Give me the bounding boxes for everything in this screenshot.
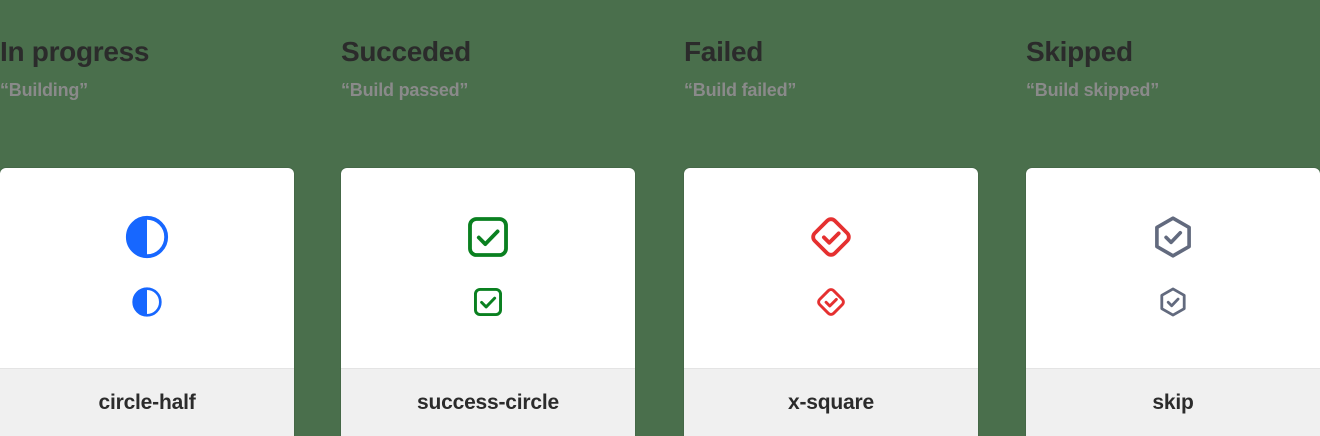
icon-card-success-circle[interactable]: success-circle: [341, 168, 635, 436]
status-column-succeded: Succeded “Build passed”: [341, 0, 635, 436]
column-subtitle: “Build passed”: [341, 80, 469, 100]
icon-card-footer: success-circle: [341, 368, 635, 436]
column-title: Skipped: [1026, 36, 1133, 67]
icon-preview-area: [341, 168, 635, 368]
icon-card-x-square[interactable]: x-square: [684, 168, 978, 436]
column-subtitle: “Building”: [0, 80, 88, 100]
column-header: Failed “Build failed”: [684, 0, 978, 102]
status-column-in-progress: In progress “Building”: [0, 0, 294, 436]
column-title: In progress: [0, 36, 150, 67]
x-square-icon: [808, 214, 854, 260]
icon-card-skip[interactable]: skip: [1026, 168, 1320, 436]
x-square-icon-small: [815, 286, 847, 318]
column-header: In progress “Building”: [0, 0, 294, 102]
skip-icon: [1150, 214, 1196, 260]
column-header: Succeded “Build passed”: [341, 0, 635, 102]
icon-card-footer: circle-half: [0, 368, 294, 436]
column-title: Failed: [684, 36, 764, 67]
icon-name-label: success-circle: [417, 390, 559, 414]
icon-name-label: skip: [1152, 390, 1194, 414]
success-circle-icon: [465, 214, 511, 260]
icon-preview-area: [1026, 168, 1320, 368]
icon-card-circle-half[interactable]: circle-half: [0, 168, 294, 436]
icon-preview-area: [684, 168, 978, 368]
column-subtitle: “Build skipped”: [1026, 80, 1160, 100]
success-circle-icon-small: [472, 286, 504, 318]
column-header: Skipped “Build skipped”: [1026, 0, 1320, 102]
status-column-skipped: Skipped “Build skipped”: [1026, 0, 1320, 436]
column-subtitle: “Build failed”: [684, 80, 797, 100]
status-column-failed: Failed “Build failed”: [684, 0, 978, 436]
circle-half-icon: [124, 214, 170, 260]
icon-preview-area: [0, 168, 294, 368]
icon-card-footer: x-square: [684, 368, 978, 436]
icon-name-label: circle-half: [98, 390, 196, 414]
circle-half-icon-small: [131, 286, 163, 318]
icon-name-label: x-square: [788, 390, 874, 414]
icon-card-footer: skip: [1026, 368, 1320, 436]
skip-icon-small: [1157, 286, 1189, 318]
column-title: Succeded: [341, 36, 471, 67]
